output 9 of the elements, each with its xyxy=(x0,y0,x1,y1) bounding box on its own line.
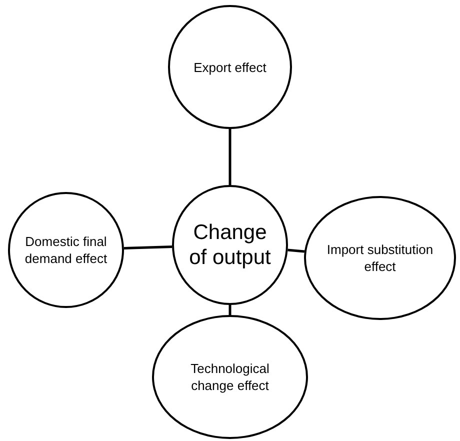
node-label: Export effect xyxy=(194,58,266,76)
node-label: Technological change effect xyxy=(190,360,270,394)
connector-line xyxy=(124,246,172,250)
node-label: Import substitution effect xyxy=(326,241,434,275)
connector-line xyxy=(228,129,232,185)
connector-line xyxy=(228,305,232,315)
node-label: Change of output xyxy=(188,220,272,270)
node-label: Domestic final demand effect xyxy=(24,233,108,267)
connector-line xyxy=(288,248,305,253)
